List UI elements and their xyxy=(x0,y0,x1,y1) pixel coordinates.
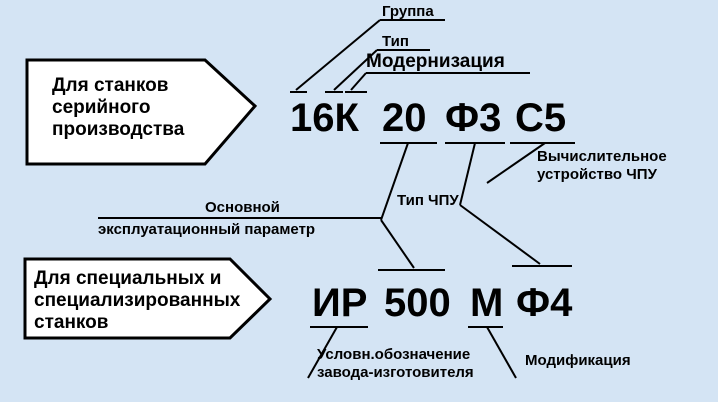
code-bottom-part: ИР xyxy=(312,281,368,325)
label-computing-device-line: устройство ЧПУ xyxy=(537,166,657,183)
code-top-part: Ф3 xyxy=(445,96,502,140)
code-top-part: 16К xyxy=(290,96,359,140)
leader-modification xyxy=(486,326,517,379)
label-group: Группа xyxy=(382,3,434,20)
leader-main-param-bottom xyxy=(380,219,415,269)
leader-main-param-top xyxy=(380,142,409,221)
label-manufacturer-line: Условн.обозначение xyxy=(317,346,471,363)
leader-type xyxy=(333,49,378,91)
arrow-bottom-shape xyxy=(23,257,273,340)
leader-cnc-type-top xyxy=(459,142,476,206)
arrow-bottom-line: специализированных xyxy=(34,290,241,311)
code-bottom-part: М xyxy=(470,281,504,325)
arrow-top-shape xyxy=(25,58,258,166)
code-bottom-part: Ф4 xyxy=(516,281,573,325)
arrow-bottom-line: Для специальных и xyxy=(34,268,222,289)
leader-modernization xyxy=(350,72,367,91)
label-cnc-type: Тип ЧПУ xyxy=(397,192,459,209)
label-modification: Модификация xyxy=(525,352,631,369)
label-main-param-line2: эксплуатационный параметр xyxy=(98,221,316,238)
arrow-top-text: Для станков серийного производства xyxy=(52,75,184,141)
leader-manufacturer xyxy=(307,326,338,379)
label-modernization: Модернизация xyxy=(366,51,505,72)
arrow-top-line: производства xyxy=(52,119,185,140)
code-bottom-part: 500 xyxy=(384,281,451,325)
arrow-bottom-line: станков xyxy=(34,312,109,333)
label-manufacturer-line: завода-изготовителя xyxy=(317,364,474,381)
label-computing-device-line: Вычислительное xyxy=(537,148,667,165)
label-computing-device: Вычислительное устройство ЧПУ xyxy=(537,148,667,184)
code-top-part: С5 xyxy=(515,96,567,140)
leader-group xyxy=(295,19,381,91)
label-main-param-line1: Основной xyxy=(205,199,280,216)
arrow-top-line: Для станков xyxy=(52,75,169,96)
arrow-bottom-text: Для специальных и специализированных ста… xyxy=(34,268,240,334)
arrow-top-line: серийного xyxy=(52,97,151,118)
label-manufacturer: Условн.обозначение завода-изготовителя xyxy=(317,346,474,382)
leader-computing-device xyxy=(486,142,546,184)
code-top-part: 20 xyxy=(382,96,427,140)
label-type: Тип xyxy=(382,33,409,50)
leader-cnc-type-bottom xyxy=(459,204,541,265)
